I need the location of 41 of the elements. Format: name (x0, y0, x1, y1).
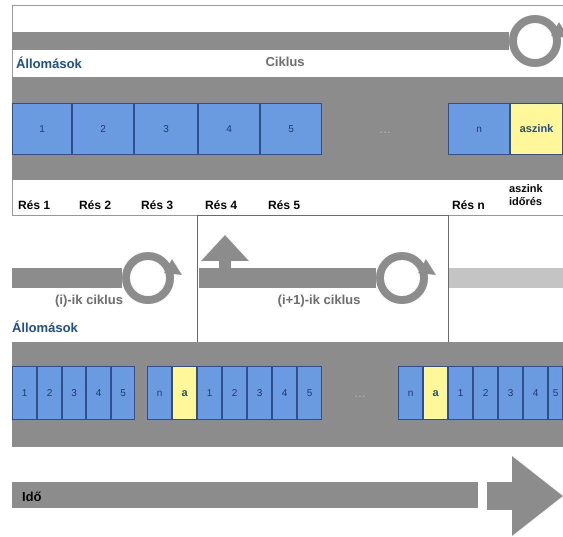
async-slot: aszink (510, 103, 563, 155)
station-slot: 4 (86, 366, 111, 420)
async-slot: a (172, 366, 197, 420)
station-slot: n (147, 366, 172, 420)
station-slot: 1 (12, 103, 72, 155)
label: Rés n (452, 197, 486, 214)
station-slot: 4 (198, 103, 260, 155)
station-slot: 5 (297, 366, 322, 420)
station-slot: 1 (448, 366, 473, 420)
station-slot: 5 (548, 366, 563, 420)
station-slot: n (398, 366, 423, 420)
station-slot: 2 (222, 366, 247, 420)
station-slot: 5 (111, 366, 135, 420)
station-slot: 3 (134, 103, 198, 155)
station-slot: 2 (37, 366, 62, 420)
label: Rés 3 (141, 197, 174, 214)
label: (i+1)-ik ciklus (276, 291, 362, 309)
label: Rés 5 (268, 197, 302, 214)
station-slot: 3 (498, 366, 523, 420)
label: (i)-ik ciklus (54, 291, 124, 309)
station-slot: 4 (523, 366, 548, 420)
station-slot: 5 (260, 103, 322, 155)
station-slot: 3 (247, 366, 272, 420)
ellipsis: … (378, 121, 392, 138)
label: Idő (22, 488, 42, 506)
label: Rés 2 (79, 197, 112, 214)
label: aszink időrés (509, 183, 544, 209)
label: Rés 1 (18, 197, 52, 214)
station-slot: n (448, 103, 510, 155)
station-slot: 2 (473, 366, 498, 420)
label: Rés 4 (205, 197, 238, 214)
station-slot: 4 (272, 366, 297, 420)
station-slot: 1 (12, 366, 37, 420)
row-heading: Állomások (12, 319, 79, 337)
ellipsis: … (353, 385, 367, 402)
station-slot: 1 (197, 366, 222, 420)
row-heading: Állomások (16, 55, 83, 73)
async-slot: a (423, 366, 448, 420)
station-slot: 3 (62, 366, 86, 420)
station-slot: 2 (72, 103, 134, 155)
label: Ciklus (264, 53, 306, 71)
